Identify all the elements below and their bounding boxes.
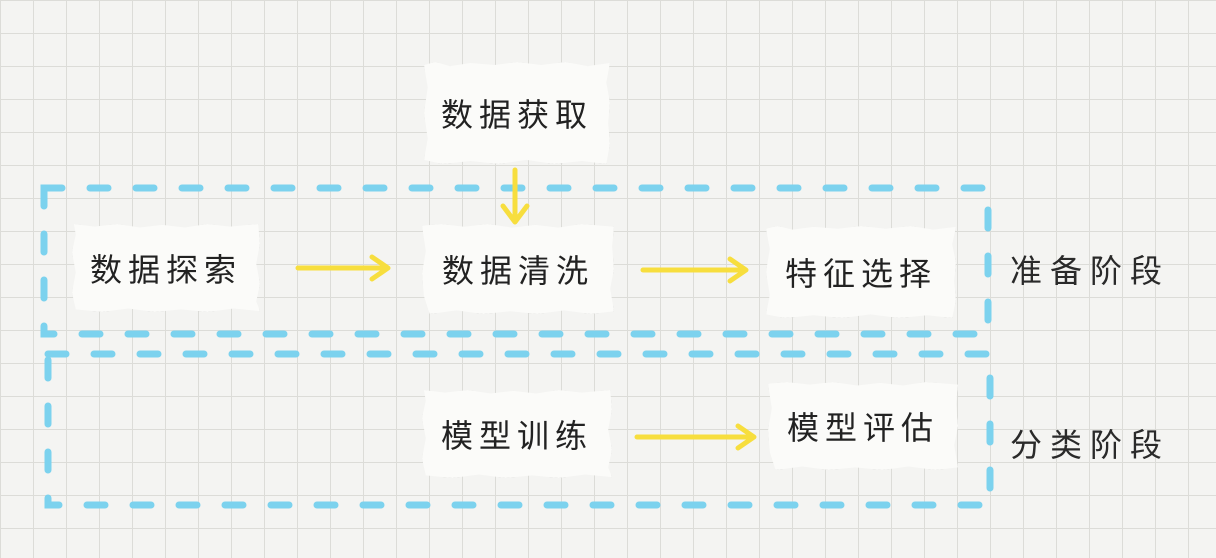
stage-label-prep: 准备阶段 [1010,252,1171,290]
node-feature-selection[interactable]: 特征选择 [766,226,956,318]
node-data-acquisition-label: 数据获取 [440,96,593,134]
node-model-evaluation-label: 模型评估 [786,409,939,447]
node-model-training-label: 模型训练 [440,417,593,455]
arrow-train-to-evaluate [634,423,757,451]
stage-label-classify: 分类阶段 [1010,426,1171,464]
node-data-exploration-label: 数据探索 [89,251,242,289]
node-data-exploration[interactable]: 数据探索 [72,224,260,312]
node-feature-selection-label: 特征选择 [784,255,937,293]
arrow-acquire-to-clean [500,167,530,225]
node-model-training[interactable]: 模型训练 [422,390,612,478]
node-data-cleaning-label: 数据清洗 [441,252,594,290]
node-data-acquisition[interactable]: 数据获取 [424,62,610,164]
node-data-cleaning[interactable]: 数据清洗 [422,224,614,314]
arrow-clean-to-select [640,256,749,284]
arrow-explore-to-clean [295,254,391,282]
node-model-evaluation[interactable]: 模型评估 [768,382,958,470]
